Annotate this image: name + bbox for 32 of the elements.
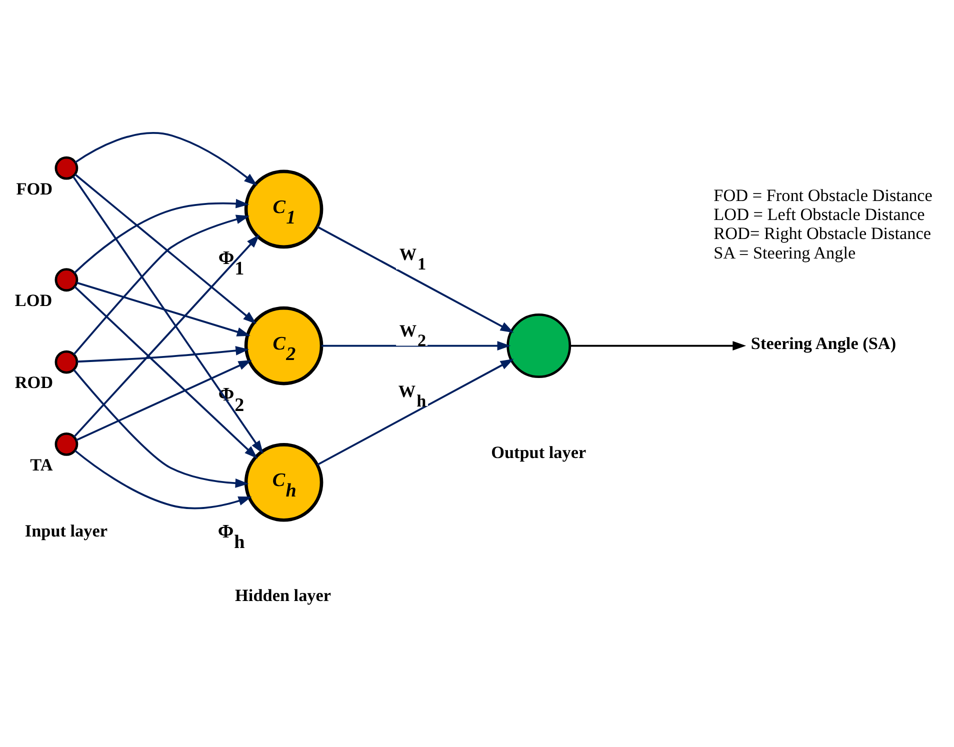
arrow [74, 132, 258, 186]
arrow [73, 234, 260, 438]
label: ROD= Right Obstacle Distance [714, 224, 932, 243]
label: FOD = Front Obstacle Distance [714, 185, 932, 204]
node-text: Steering Angle (SA) [750, 334, 896, 353]
arrow [322, 340, 511, 350]
label: Output layer [491, 442, 586, 462]
arrow [77, 346, 250, 362]
node-circle [54, 432, 78, 456]
node-label: ROD [14, 372, 54, 392]
arrow [316, 225, 514, 332]
arrow [76, 281, 250, 336]
arrow [73, 214, 250, 355]
arrow [74, 285, 258, 458]
label: Input layer [24, 520, 108, 540]
node-circle [506, 313, 572, 378]
arrow [73, 368, 249, 488]
node-circle [54, 156, 78, 180]
node-circle [54, 350, 78, 374]
arrow [76, 359, 252, 440]
label: Hidden layer [235, 586, 332, 605]
node-label: FOD [16, 178, 53, 198]
arrow [74, 173, 256, 324]
node-label: TA [30, 454, 53, 474]
node-label: LOD [14, 290, 52, 310]
arrow [72, 175, 264, 454]
arrow [74, 449, 252, 509]
label: LOD = Left Obstacle Distance [714, 204, 925, 224]
arrow [316, 358, 514, 466]
arrow [570, 340, 746, 350]
label: SA = Steering Angle [714, 242, 856, 262]
node-circle [54, 268, 78, 292]
